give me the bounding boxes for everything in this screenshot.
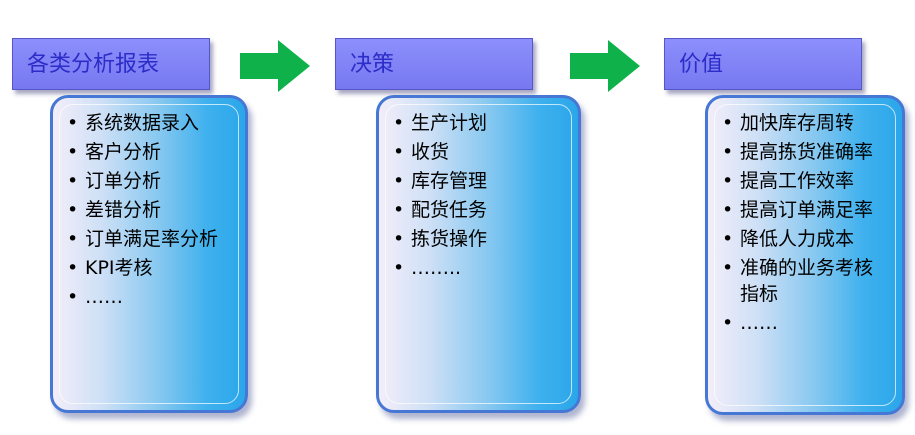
list-item: •…….. xyxy=(393,257,462,279)
card-decision: •生产计划 •收货 •库存管理 •配货任务 •拣货操作 •…….. xyxy=(376,95,581,413)
tab-title: 决策 xyxy=(350,52,395,77)
card-analysis-reports: •系统数据录入 •客户分析 •订单分析 •差错分析 •订单满足率分析 •KPI考… xyxy=(50,95,248,413)
item-list: •系统数据录入 •客户分析 •订单分析 •差错分析 •订单满足率分析 •KPI考… xyxy=(67,110,231,313)
list-item: •差错分析 xyxy=(67,199,162,221)
list-item: •准确的业务考核指标 xyxy=(722,257,874,305)
card-value: •加快库存周转 •提高拣货准确率 •提高工作效率 •提高订单满足率 •降低人力成… xyxy=(705,95,905,415)
list-item: •客户分析 xyxy=(67,141,162,163)
list-item: •降低人力成本 xyxy=(722,228,855,250)
list-item: •提高拣货准确率 xyxy=(722,141,874,163)
list-item: •订单满足率分析 xyxy=(67,228,219,250)
tab-decision: 决策 xyxy=(335,38,533,90)
list-item: •订单分析 xyxy=(67,170,162,192)
list-item: •加快库存周转 xyxy=(722,112,855,134)
item-list: •生产计划 •收货 •库存管理 •配货任务 •拣货操作 •…….. xyxy=(393,110,564,284)
list-item: •…… xyxy=(722,312,778,334)
list-item: •KPI考核 xyxy=(67,257,153,279)
item-list: •加快库存周转 •提高拣货准确率 •提高工作效率 •提高订单满足率 •降低人力成… xyxy=(722,110,888,339)
tab-value: 价值 xyxy=(664,38,862,90)
list-item: •提高订单满足率 xyxy=(722,199,874,221)
list-item: •提高工作效率 xyxy=(722,170,855,192)
list-item: •生产计划 xyxy=(393,112,488,134)
tab-title: 价值 xyxy=(679,52,724,77)
list-item: •…… xyxy=(67,286,123,308)
list-item: •系统数据录入 xyxy=(67,112,200,134)
list-item: •拣货操作 xyxy=(393,228,488,250)
arrow-right-icon xyxy=(240,40,310,92)
list-item: •收货 xyxy=(393,141,450,163)
list-item: •配货任务 xyxy=(393,199,488,221)
tab-title: 各类分析报表 xyxy=(27,52,160,77)
tab-analysis-reports: 各类分析报表 xyxy=(12,38,210,90)
arrow-right-icon xyxy=(570,40,640,92)
list-item: •库存管理 xyxy=(393,170,488,192)
